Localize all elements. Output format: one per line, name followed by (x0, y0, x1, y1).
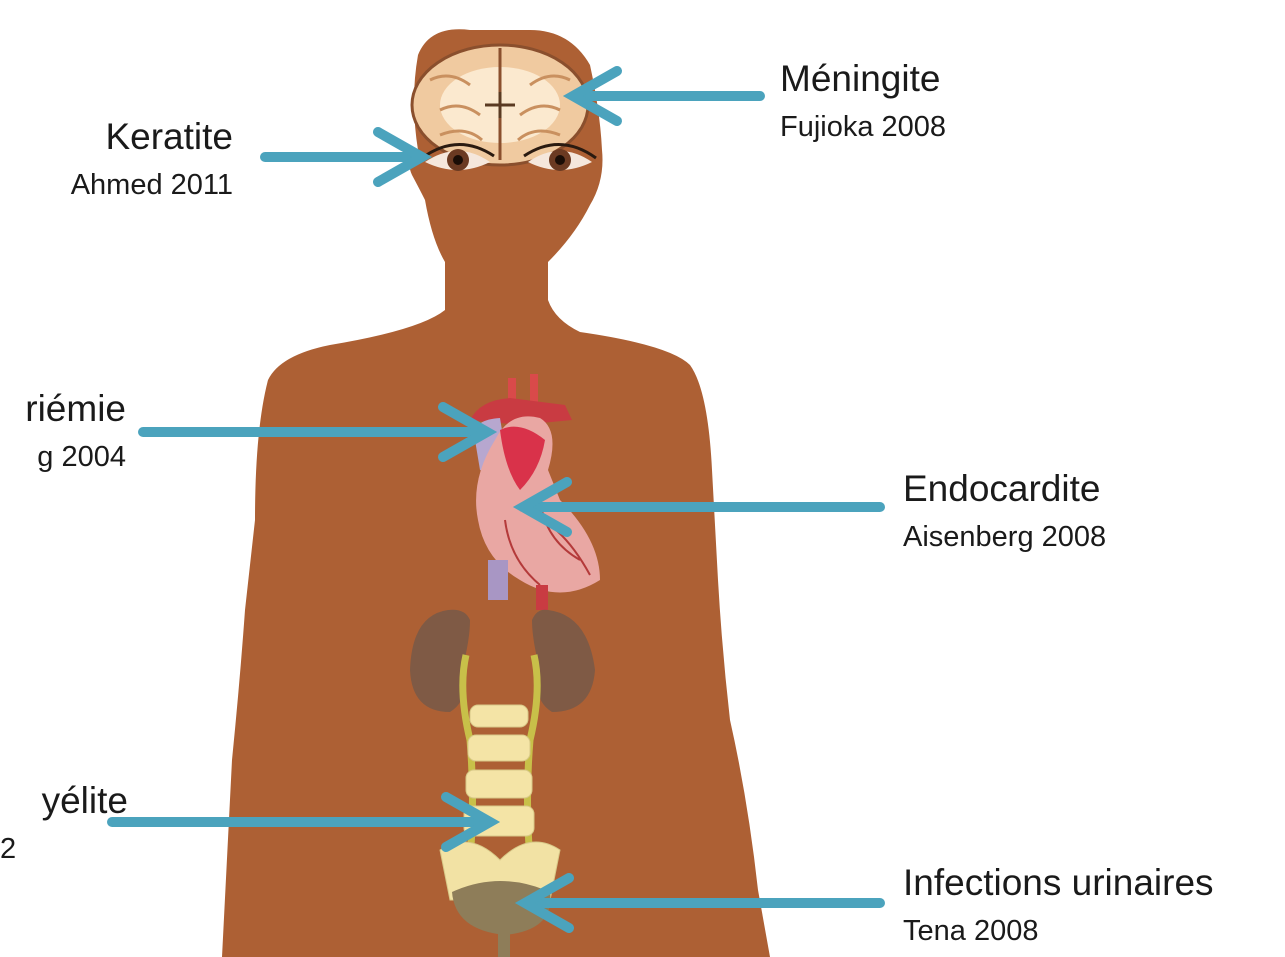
annotation-ref: Fujioka 2008 (780, 113, 946, 142)
annotation-ref: Ahmed 2011 (0, 171, 233, 200)
annotation-name: Keratite (0, 118, 233, 155)
label-bacteriemie: riémie g 2004 (0, 390, 126, 472)
annotation-name: yélite (0, 782, 128, 819)
arrow-keratite (265, 132, 422, 182)
label-meningite: Méningite Fujioka 2008 (780, 60, 946, 142)
brain-icon (412, 45, 588, 165)
annotation-ref: Aisenberg 2008 (903, 523, 1106, 552)
annotation-name: Méningite (780, 60, 946, 97)
annotation-ref: g 2004 (0, 443, 126, 472)
annotation-name: Endocardite (903, 470, 1106, 507)
label-endocardite: Endocardite Aisenberg 2008 (903, 470, 1106, 552)
annotation-ref: 2 (0, 835, 128, 864)
label-keratite: Keratite Ahmed 2011 (0, 118, 233, 200)
label-urinaires: Infections urinaires Tena 2008 (903, 864, 1214, 946)
annotation-name: riémie (0, 390, 126, 427)
annotation-name: Infections urinaires (903, 864, 1214, 901)
annotation-ref: Tena 2008 (903, 917, 1214, 946)
arrow-meningite (573, 71, 760, 121)
label-osteomyelite: yélite 2 (0, 782, 128, 864)
